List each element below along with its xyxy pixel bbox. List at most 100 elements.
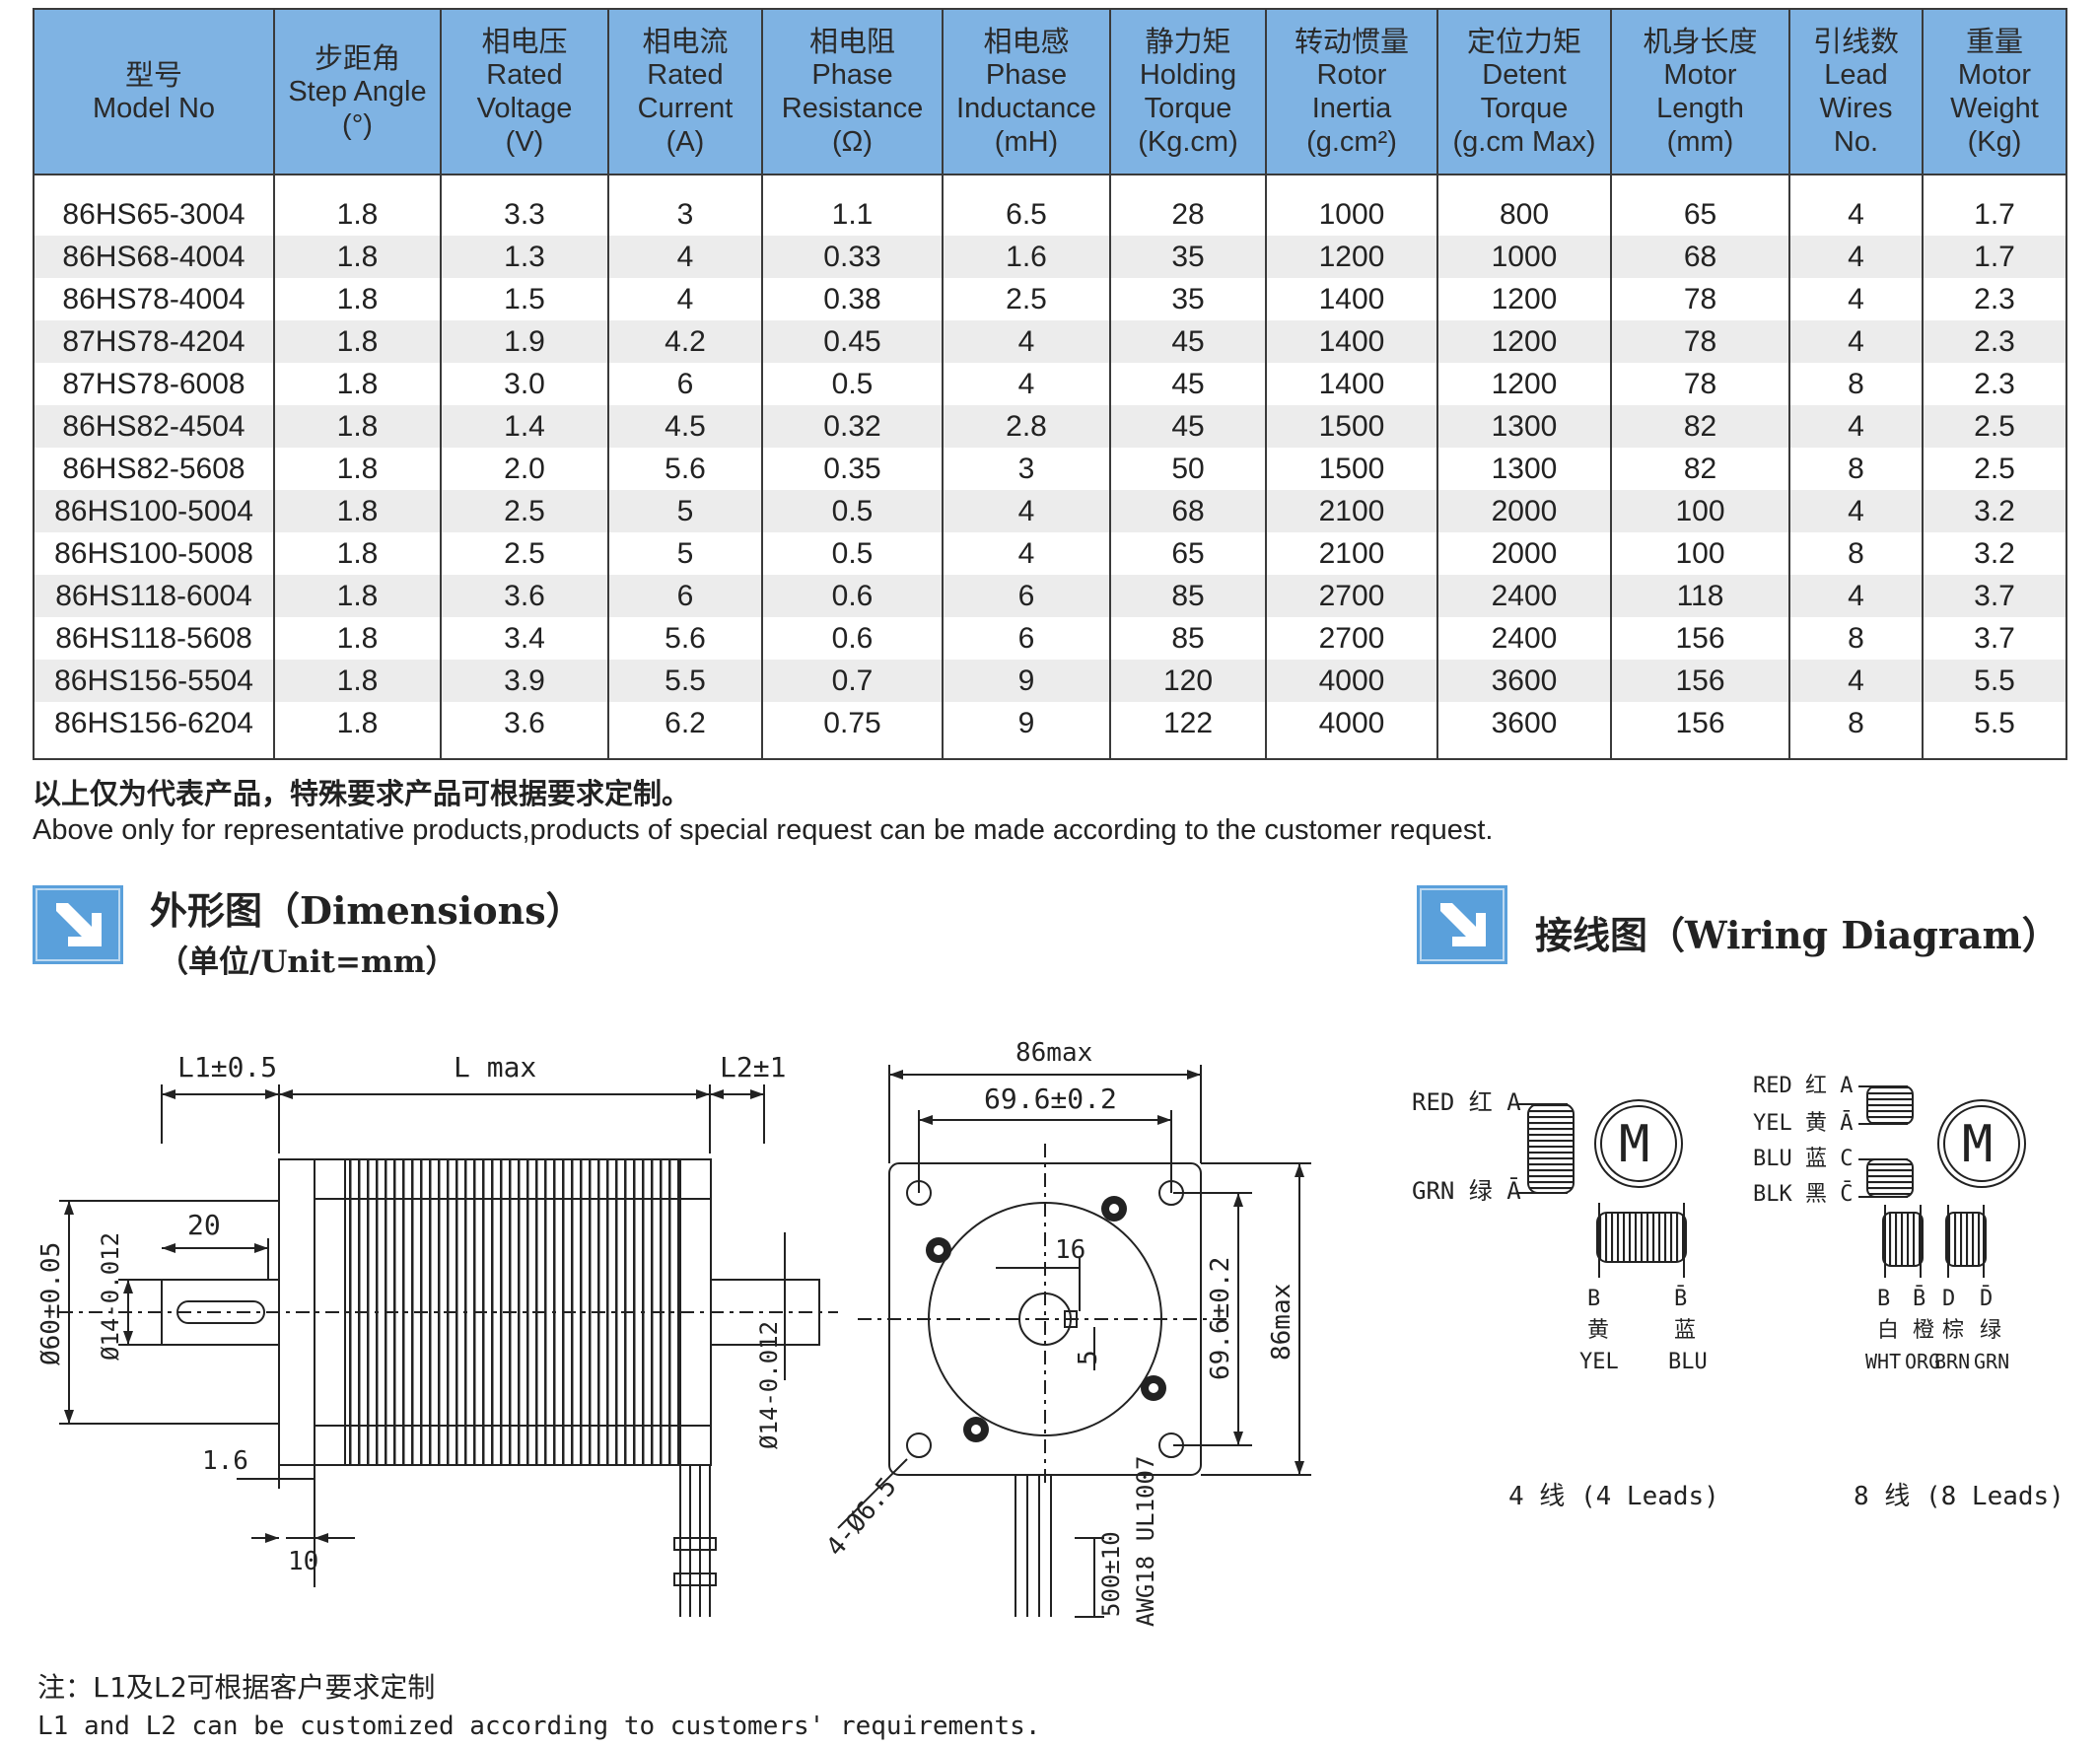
dim-20: 20 [187, 1209, 221, 1241]
column-header-zh: 相电流 [642, 25, 729, 58]
table-cell: 4 [607, 236, 763, 278]
dim-hole: 4-Ø6.5 [820, 1472, 902, 1562]
dim-69-6-top: 69.6±0.2 [984, 1083, 1117, 1115]
column-header-en: Phase [811, 59, 893, 91]
table-cell: 2400 [1436, 575, 1612, 617]
table-cell: 87HS78-4204 [33, 320, 275, 363]
column-header-en: Lead [1824, 59, 1888, 91]
wire-label: 绿 [1980, 1318, 2001, 1343]
table-cell: 65 [1610, 175, 1790, 236]
column-header-en: Motor [1957, 59, 2032, 91]
column-header-en: (mm) [1666, 126, 1734, 158]
table-cell: 4.2 [607, 320, 763, 363]
table-cell: 1.9 [440, 320, 609, 363]
column-header-en: (Ω) [832, 126, 873, 158]
table-cell: 1000 [1436, 236, 1612, 278]
table-cell: 3600 [1436, 660, 1612, 702]
column-header-en: Model No [92, 93, 216, 124]
column-header-en: (°) [342, 109, 373, 141]
table-cell: 156 [1610, 660, 1790, 702]
table-cell: 3.3 [440, 175, 609, 236]
table-cell: 4.5 [607, 405, 763, 448]
column-header-en: No. [1833, 126, 1879, 158]
table-cell: 5 [607, 490, 763, 532]
table-cell: 100 [1610, 532, 1790, 575]
table-cell: 2.5 [440, 532, 609, 575]
wire-label: BLK 黑 C̄ [1753, 1181, 1853, 1207]
table-cell: 6 [607, 575, 763, 617]
table-cell: 1.8 [273, 278, 442, 320]
wire-label: 蓝 [1674, 1318, 1696, 1343]
table-cell: 50 [1109, 448, 1267, 490]
table-cell: 6.5 [942, 175, 1111, 236]
wire-label: BRN [1934, 1350, 1970, 1373]
table-cell: 2000 [1436, 490, 1612, 532]
column-header-en: Inductance [956, 93, 1096, 124]
column-header-en: Inertia [1311, 93, 1392, 124]
wire-label: B [1587, 1287, 1600, 1311]
column-header-zh: 相电感 [983, 25, 1070, 58]
table-cell: 6 [942, 575, 1111, 617]
table-cell: 1400 [1265, 320, 1438, 363]
column-header-en: Voltage [476, 93, 573, 124]
note-english: Above only for representative products,p… [33, 814, 1494, 846]
table-cell: 86HS82-5608 [33, 448, 275, 490]
table-cell: 1000 [1265, 175, 1438, 236]
motor-symbol-8: M [1962, 1115, 1993, 1174]
caption-4-leads: 4 线 (4 Leads) [1508, 1482, 1719, 1511]
motor-front-view: 86max 69.6±0.2 16 5 69.6±0.2 86max 4-Ø6.… [820, 1038, 1311, 1627]
table-cell: 4 [1788, 575, 1924, 617]
table-cell: 3.6 [440, 702, 609, 760]
wire-label: GRN 绿 Ā [1412, 1176, 1521, 1205]
table-cell: 0.6 [761, 617, 944, 660]
table-cell: 0.7 [761, 660, 944, 702]
table-cell: 0.75 [761, 702, 944, 760]
table-cell: 86HS118-5608 [33, 617, 275, 660]
dim-86max-side: 86max [1267, 1284, 1296, 1361]
table-cell: 1.8 [273, 448, 442, 490]
column-header-en: (mH) [994, 126, 1059, 158]
table-cell: 4 [1788, 278, 1924, 320]
table-cell: 86HS156-5504 [33, 660, 275, 702]
table-cell: 8 [1788, 363, 1924, 405]
table-cell: 5 [607, 532, 763, 575]
dim-lead-length: 500±10 [1097, 1531, 1125, 1617]
table-cell: 8 [1788, 448, 1924, 490]
table-cell: 68 [1109, 490, 1267, 532]
wire-label: 黄 [1587, 1318, 1609, 1343]
table-cell: 87HS78-6008 [33, 363, 275, 405]
table-cell: 0.45 [761, 320, 944, 363]
table-cell: 4 [1788, 490, 1924, 532]
table-cell: 1.8 [273, 363, 442, 405]
table-cell: 78 [1610, 320, 1790, 363]
wire-label: RED 红 A [1412, 1088, 1521, 1116]
table-cell: 28 [1109, 175, 1267, 236]
table-cell: 2400 [1436, 617, 1612, 660]
table-cell: 1200 [1265, 236, 1438, 278]
table-cell: 35 [1109, 278, 1267, 320]
table-cell: 85 [1109, 575, 1267, 617]
column-header-zh: 型号 [124, 58, 182, 92]
column-header-zh: 机身长度 [1643, 25, 1758, 58]
wire-label: 白 [1877, 1318, 1899, 1343]
table-cell: 1.4 [440, 405, 609, 448]
table-cell: 100 [1610, 490, 1790, 532]
table-cell: 2.5 [1922, 405, 2067, 448]
table-cell: 1.8 [273, 575, 442, 617]
table-cell: 1.8 [273, 617, 442, 660]
table-cell: 1.8 [273, 175, 442, 236]
table-cell: 86HS156-6204 [33, 702, 275, 760]
table-cell: 3.2 [1922, 532, 2067, 575]
column-header-en: (A) [665, 126, 705, 158]
